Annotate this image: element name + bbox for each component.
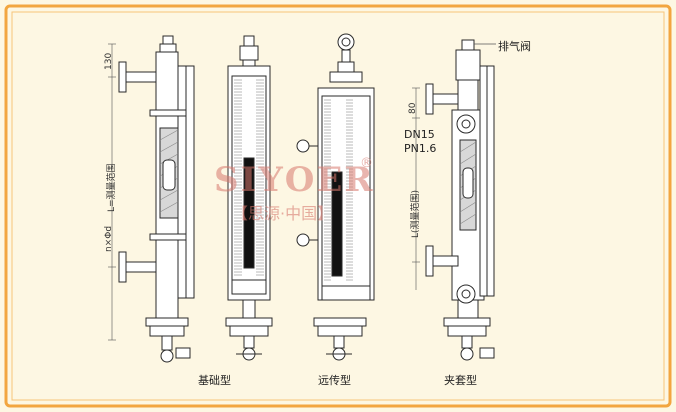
gauge-2-float-column	[243, 157, 255, 269]
measuring-range-left-label: L=测量范围	[107, 163, 117, 212]
vent-valve-label: 排气阀	[498, 40, 531, 53]
watermark-chinese: 【思源·中国】	[232, 204, 334, 223]
dim-80-label: 80	[408, 102, 418, 114]
inner-border	[11, 11, 665, 401]
gauge-3-remote-front	[296, 33, 375, 361]
dn-label: DN15	[404, 128, 435, 141]
hole-spec-label: n×Φd	[104, 225, 114, 252]
gauge-3-float-column	[331, 171, 343, 277]
caption-basic: 基础型	[198, 374, 231, 387]
caption-remote: 远传型	[318, 374, 351, 387]
caption-jacketed: 夹套型	[444, 374, 477, 387]
gauge-3-scale	[324, 99, 353, 281]
measuring-range-right-label: L(测量范围)	[411, 189, 421, 238]
gauge-2-basic-front	[225, 35, 273, 361]
watermark-registered: ®	[360, 156, 373, 171]
gauge-4-jacketed	[412, 39, 496, 361]
pn-label: PN1.6	[404, 142, 437, 155]
dim-130-label: 130	[104, 52, 114, 70]
watermark-brand: SIYOER	[214, 160, 375, 200]
gauge-1-side-view	[108, 35, 195, 363]
outer-border	[4, 4, 672, 408]
gauge-2-scale	[234, 79, 264, 276]
